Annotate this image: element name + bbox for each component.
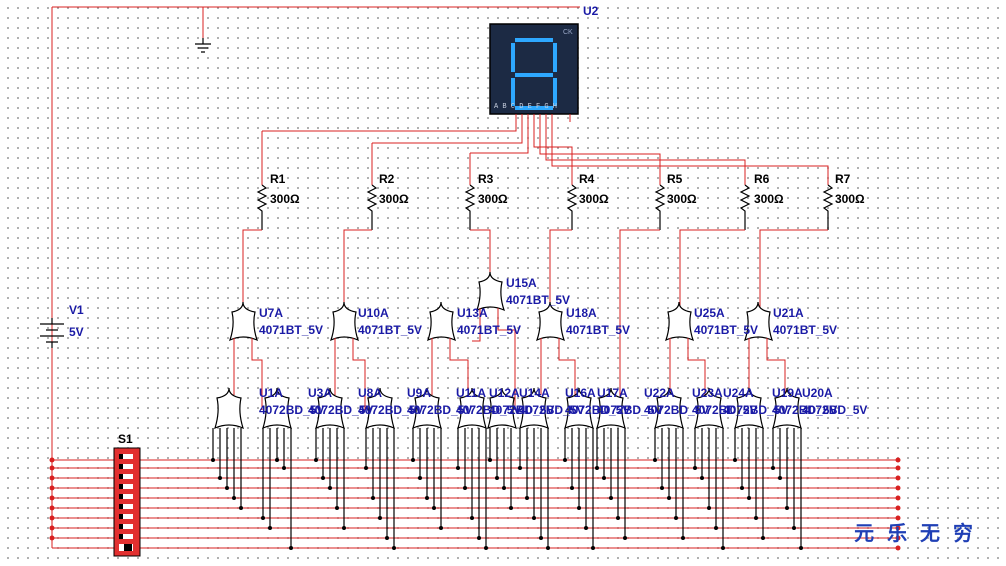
gate-ref: U3A bbox=[308, 386, 332, 400]
gate-part: 4072BD_5V bbox=[407, 403, 472, 417]
gate-ref: U11A bbox=[456, 386, 486, 400]
gate-part: 4072BD_5V bbox=[519, 403, 584, 417]
gate-part: 4072BD_5V bbox=[723, 403, 788, 417]
gate-part: 4072BD_5V bbox=[358, 403, 423, 417]
gate-part: 4071BT_5V bbox=[259, 323, 323, 337]
gate-part: 4072BD_5V bbox=[772, 403, 837, 417]
gate-part: 4071BT_5V bbox=[506, 293, 570, 307]
resistor-value: 300Ω bbox=[754, 192, 784, 206]
resistor-ref: R7 bbox=[835, 172, 851, 186]
gate-ref: U21A bbox=[773, 306, 804, 320]
resistor-ref: R4 bbox=[579, 172, 595, 186]
resistor-value: 300Ω bbox=[667, 192, 697, 206]
gate-ref: U1A bbox=[259, 386, 283, 400]
gate-ref: U24A bbox=[723, 386, 754, 400]
gate-part: 4071BT_5V bbox=[694, 323, 758, 337]
gate-part: 4071BT_5V bbox=[773, 323, 837, 337]
gate-ref: U17A bbox=[597, 386, 628, 400]
gate-ref: U9A bbox=[407, 386, 431, 400]
gate-part: 4072BD_5V bbox=[597, 403, 662, 417]
source-value: 5V bbox=[69, 325, 84, 339]
gate-part: 4072BD_5V bbox=[259, 403, 324, 417]
source-ref: V1 bbox=[69, 303, 84, 317]
gate-ref: U7A bbox=[259, 306, 283, 320]
gate-ref: U15A bbox=[506, 276, 537, 290]
resistor-value: 300Ω bbox=[835, 192, 865, 206]
gate-part: 4072BD_5V bbox=[456, 403, 521, 417]
gate-ref: U12A bbox=[489, 386, 520, 400]
resistor-value: 300Ω bbox=[478, 192, 508, 206]
gate-ref: U20A bbox=[802, 386, 833, 400]
gate-part: 4071BT_5V bbox=[566, 323, 630, 337]
gate-part: 4072BD_5V bbox=[644, 403, 709, 417]
gate-part: 4072BD_5V bbox=[565, 403, 630, 417]
resistor-ref: R5 bbox=[667, 172, 683, 186]
gate-ref: U13A bbox=[457, 306, 488, 320]
gate-ref: U18A bbox=[566, 306, 597, 320]
resistor-ref: R3 bbox=[478, 172, 494, 186]
gate-ref: U8A bbox=[358, 386, 382, 400]
or-gate-icon bbox=[228, 271, 773, 342]
gate-ref: U10A bbox=[358, 306, 389, 320]
gate-part: 4071BT_5V bbox=[358, 323, 422, 337]
gate-part: 4071BT_5V bbox=[457, 323, 521, 337]
gate-part: 4072BD_5V bbox=[489, 403, 554, 417]
resistor-value: 300Ω bbox=[579, 192, 609, 206]
watermark-text: 元 乐 无 穷 bbox=[854, 521, 976, 545]
gate-part: 4072BD_5V bbox=[802, 403, 867, 417]
gate-ref: U19A bbox=[772, 386, 803, 400]
gate-ref: U14A bbox=[519, 386, 550, 400]
display-pin-labels: A B C D E F G H bbox=[494, 103, 557, 111]
resistor-ref: R2 bbox=[379, 172, 395, 186]
resistor-icon bbox=[256, 184, 834, 230]
gate-ref: U16A bbox=[565, 386, 596, 400]
gate-ref: U23A bbox=[692, 386, 723, 400]
or-gate-icon bbox=[214, 387, 802, 430]
gate-part: 4072BD_5V bbox=[308, 403, 373, 417]
ground-icon bbox=[195, 38, 211, 53]
resistor-ref: R6 bbox=[754, 172, 770, 186]
seven-segment-display-icon bbox=[489, 23, 579, 115]
gate-ref: U22A bbox=[644, 386, 675, 400]
resistor-value: 300Ω bbox=[379, 192, 409, 206]
display-ck-label: CK bbox=[563, 29, 573, 36]
resistor-value: 300Ω bbox=[270, 192, 300, 206]
dip-switch-icon[interactable] bbox=[113, 447, 141, 557]
switch-ref: S1 bbox=[118, 432, 133, 446]
gate-ref: U25A bbox=[694, 306, 725, 320]
gate-part: 4072BD_5V bbox=[692, 403, 757, 417]
battery-icon bbox=[40, 318, 64, 348]
resistor-ref: R1 bbox=[270, 172, 286, 186]
display-ref: U2 bbox=[583, 4, 599, 18]
